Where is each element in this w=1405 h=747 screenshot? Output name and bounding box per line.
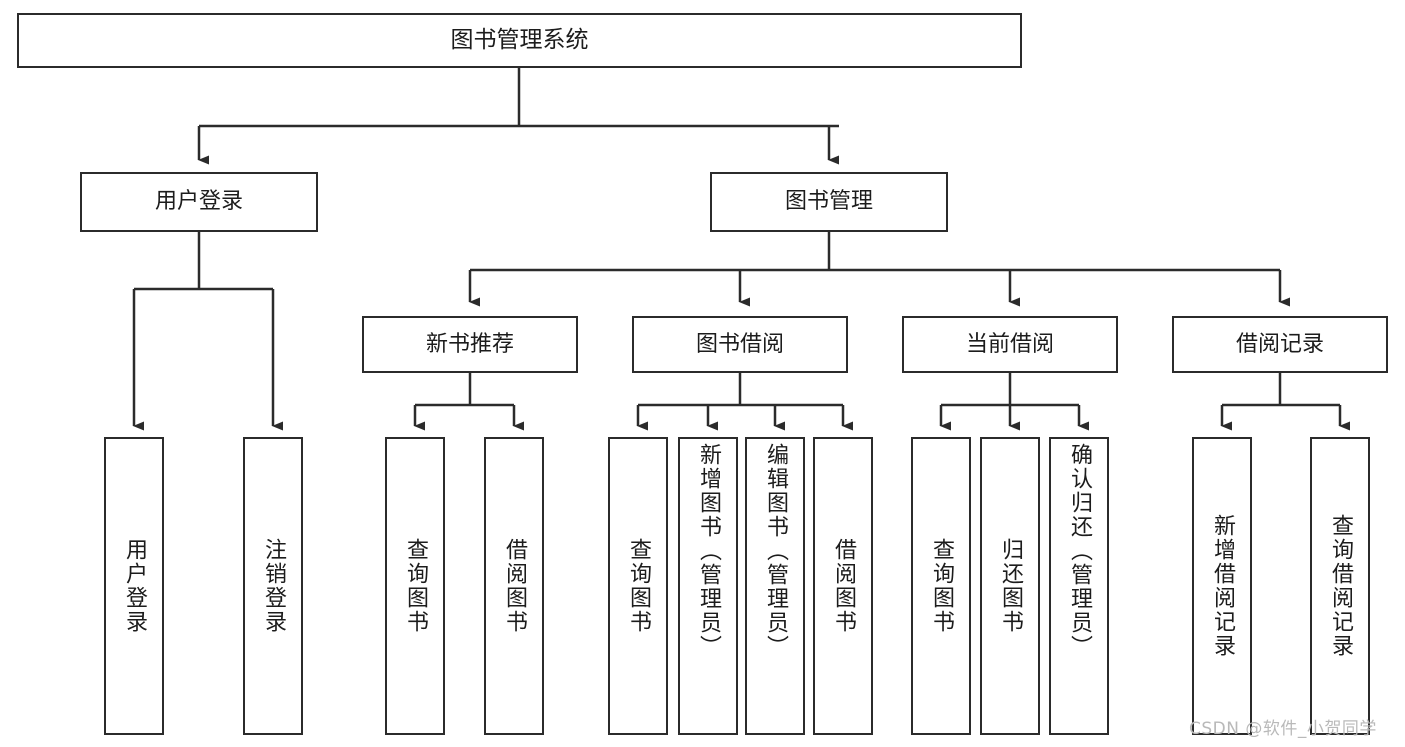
node-book-management-system[interactable]: 图书管理系统 [17, 13, 1022, 68]
node-current-borrow[interactable]: 当前借阅 [902, 316, 1118, 373]
node-label: 用户登录 [154, 189, 243, 215]
node-label: 注销登录 [261, 538, 286, 634]
node-leaf-query-borrow-record[interactable]: 查询借阅记录 [1310, 437, 1370, 735]
node-label: 图书管理系统 [450, 26, 589, 53]
node-label: 借阅图书 [502, 538, 527, 634]
node-leaf-borrow-book-2[interactable]: 借阅图书 [813, 437, 873, 735]
node-label: 确认归还（管理员） [1067, 443, 1092, 659]
node-book-management[interactable]: 图书管理 [710, 172, 948, 232]
node-leaf-add-book-admin[interactable]: 新增图书（管理员） [678, 437, 738, 735]
node-leaf-borrow-book-1[interactable]: 借阅图书 [484, 437, 544, 735]
node-borrow-record[interactable]: 借阅记录 [1172, 316, 1388, 373]
node-label: 用户登录 [122, 538, 147, 634]
node-user-login[interactable]: 用户登录 [80, 172, 318, 232]
node-leaf-user-login[interactable]: 用户登录 [104, 437, 164, 735]
node-leaf-confirm-return-admin[interactable]: 确认归还（管理员） [1049, 437, 1109, 735]
node-label: 新书推荐 [425, 331, 514, 357]
node-book-borrow[interactable]: 图书借阅 [632, 316, 848, 373]
node-label: 图书管理 [784, 189, 873, 215]
node-new-book-recommend[interactable]: 新书推荐 [362, 316, 578, 373]
node-label: 查询借阅记录 [1328, 514, 1353, 658]
node-label: 编辑图书（管理员） [763, 443, 788, 659]
node-label: 图书借阅 [695, 331, 784, 357]
node-leaf-query-book-2[interactable]: 查询图书 [608, 437, 668, 735]
node-leaf-logout-login[interactable]: 注销登录 [243, 437, 303, 735]
node-label: 归还图书 [998, 538, 1023, 634]
csdn-watermark: CSDN @软件_小贺同学 [1189, 719, 1377, 739]
node-leaf-edit-book-admin[interactable]: 编辑图书（管理员） [745, 437, 805, 735]
node-label: 查询图书 [403, 538, 428, 634]
node-label: 新增图书（管理员） [696, 443, 721, 659]
node-label: 借阅图书 [831, 538, 856, 634]
node-label: 查询图书 [626, 538, 651, 634]
node-leaf-query-book-1[interactable]: 查询图书 [385, 437, 445, 735]
node-leaf-return-book[interactable]: 归还图书 [980, 437, 1040, 735]
node-leaf-query-book-3[interactable]: 查询图书 [911, 437, 971, 735]
node-label: 查询图书 [929, 538, 954, 634]
node-label: 新增借阅记录 [1210, 514, 1235, 658]
node-leaf-add-borrow-record[interactable]: 新增借阅记录 [1192, 437, 1252, 735]
node-label: 当前借阅 [965, 331, 1054, 357]
node-label: 借阅记录 [1235, 331, 1324, 357]
